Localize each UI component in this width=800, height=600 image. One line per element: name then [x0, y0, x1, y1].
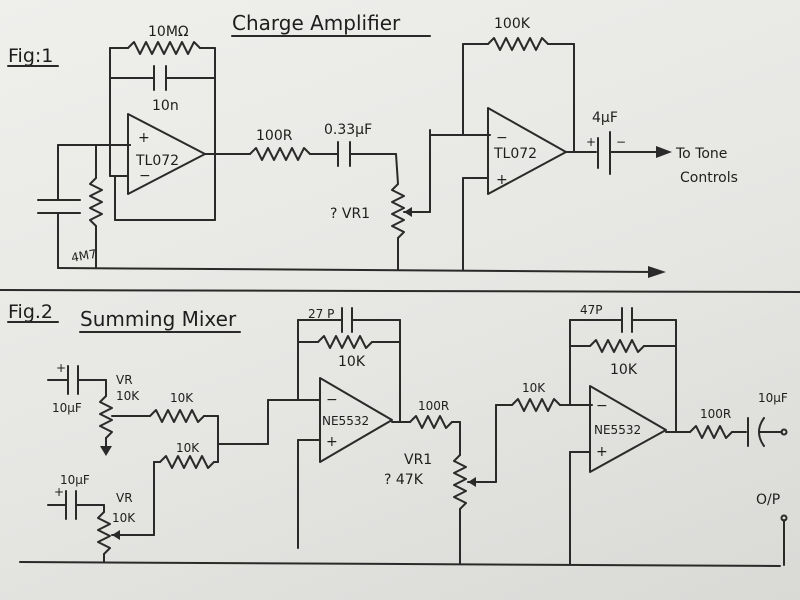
fig2-100r-resistor [409, 415, 461, 456]
fig2-in1-capacitor: + [47, 361, 107, 395]
fig1-100r-resistor [249, 147, 339, 161]
fig2-opamp1: − + NE5532 [319, 377, 393, 463]
fig2-in2-resistor-label: 10K [176, 441, 200, 455]
fig1-4m7-resistor [89, 144, 103, 269]
fig1-10m-resistor [109, 41, 216, 55]
fig2-fb-resistor2 [569, 339, 677, 353]
fig2-in1-plus: + [56, 361, 66, 375]
fig2-47p-label: 47P [580, 303, 603, 317]
fig2-vr1-potentiometer [453, 404, 497, 565]
figure-divider [0, 289, 800, 293]
fig2-in1-potentiometer [99, 379, 151, 456]
fig1-out-label-2: Controls [680, 170, 738, 186]
fig2-in2-capacitor: + [47, 485, 105, 520]
fig2-out-resistor-label: 100R [700, 407, 731, 421]
fig2-27p-label: 27 P [308, 307, 334, 321]
fig2-ground-bus [19, 561, 781, 567]
fig1-opamp1-plus: + [138, 130, 150, 146]
fig2-in2-potentiometer [97, 461, 155, 563]
fig1-ground-arrow-icon [648, 266, 666, 278]
fig1-title: Charge Amplifier [232, 11, 401, 35]
fig2-opamp2: − + NE5532 [589, 385, 667, 473]
fig2-in2-plus: + [54, 485, 64, 499]
fig1-label: Fig:1 [8, 45, 53, 67]
fig2-47p-capacitor [569, 307, 677, 333]
fig1-source-capacitor [37, 144, 81, 269]
fig2-in1-resistor-label: 10K [170, 391, 194, 405]
fig1-4uf-plus: + [586, 135, 596, 149]
fig1-out-label-1: To Tone [675, 146, 727, 162]
fig1-10m-label: 10MΩ [148, 24, 189, 40]
fig1-opamp1-minus: − [139, 168, 151, 184]
fig1-4uf-minus: − [616, 135, 626, 149]
fig2-in1-pot-label-1: VR [116, 373, 133, 387]
fig1-opamp2-label: TL072 [493, 146, 537, 162]
fig1-vr1-potentiometer [391, 129, 491, 271]
fig2-in2-pot-label-1: VR [116, 491, 133, 505]
fig2-opamp1-label: NE5532 [322, 414, 369, 428]
fig1-100k-label: 100K [494, 16, 531, 32]
fig2-output-label: O/P [756, 492, 780, 508]
fig2-vr1-label-1: VR1 [404, 452, 432, 468]
fig2-output-terminal-top [780, 428, 788, 436]
fig2-out-capacitor [747, 417, 783, 447]
fig1-ground-bus [57, 267, 661, 273]
fig2-fb-resistor [297, 335, 401, 349]
fig2-in1-pot-label-2: 10K [116, 389, 140, 403]
fig1-10n-label: 10n [152, 98, 179, 114]
fig2-fb-resistor2-label: 10K [610, 362, 638, 378]
fig2-label: Fig.2 [8, 301, 53, 323]
fig2-in2-pot-label-2: 10K [112, 511, 136, 525]
fig2-100r-label: 100R [418, 399, 449, 413]
fig1-033uf-label: 0.33μF [324, 122, 372, 138]
fig2-out-resistor [689, 425, 747, 439]
fig2-opamp2-plus: + [596, 444, 608, 460]
fig2-opamp1-plus: + [326, 434, 338, 450]
fig2-in1-cap-label: 10μF [52, 401, 82, 415]
fig1-vr1-label: ? VR1 [330, 206, 370, 222]
fig2-in2-resistor [153, 455, 219, 469]
fig1-opamp1-label: TL072 [135, 153, 179, 169]
fig2-in-resistor2-label: 10K [522, 381, 546, 395]
fig2-opamp1-minus: − [326, 392, 338, 408]
fig1-opamp1: + − TL072 [127, 113, 206, 195]
fig1-100r-label: 100R [256, 128, 293, 144]
fig2-in1-resistor [149, 409, 219, 423]
fig1-10n-capacitor [109, 65, 216, 91]
fig2-in-resistor2 [495, 398, 593, 412]
fig1-4uf-label: 4μF [592, 110, 618, 126]
fig1-opamp2-plus: + [496, 172, 508, 188]
fig2-vr1-label-2: ? 47K [384, 472, 424, 488]
fig1-output-arrow-icon [656, 146, 672, 158]
fig2-out-cap-label: 10μF [758, 391, 788, 405]
fig1-033uf-capacitor [337, 141, 397, 167]
fig2-in2-cap-label: 10μF [60, 473, 90, 487]
fig2-opamp2-label: NE5532 [594, 423, 641, 437]
fig1-4m7-label: 4M7 [70, 247, 98, 265]
fig1-opamp2-minus: − [496, 130, 508, 146]
fig2-fb-resistor-label: 10K [338, 354, 366, 370]
fig1-100k-resistor [462, 37, 575, 51]
fig2-title: Summing Mixer [80, 307, 237, 331]
fig1-opamp2: − + TL072 [487, 107, 567, 195]
fig2-opamp2-minus: − [596, 398, 608, 414]
fig2-27p-capacitor [297, 307, 401, 333]
